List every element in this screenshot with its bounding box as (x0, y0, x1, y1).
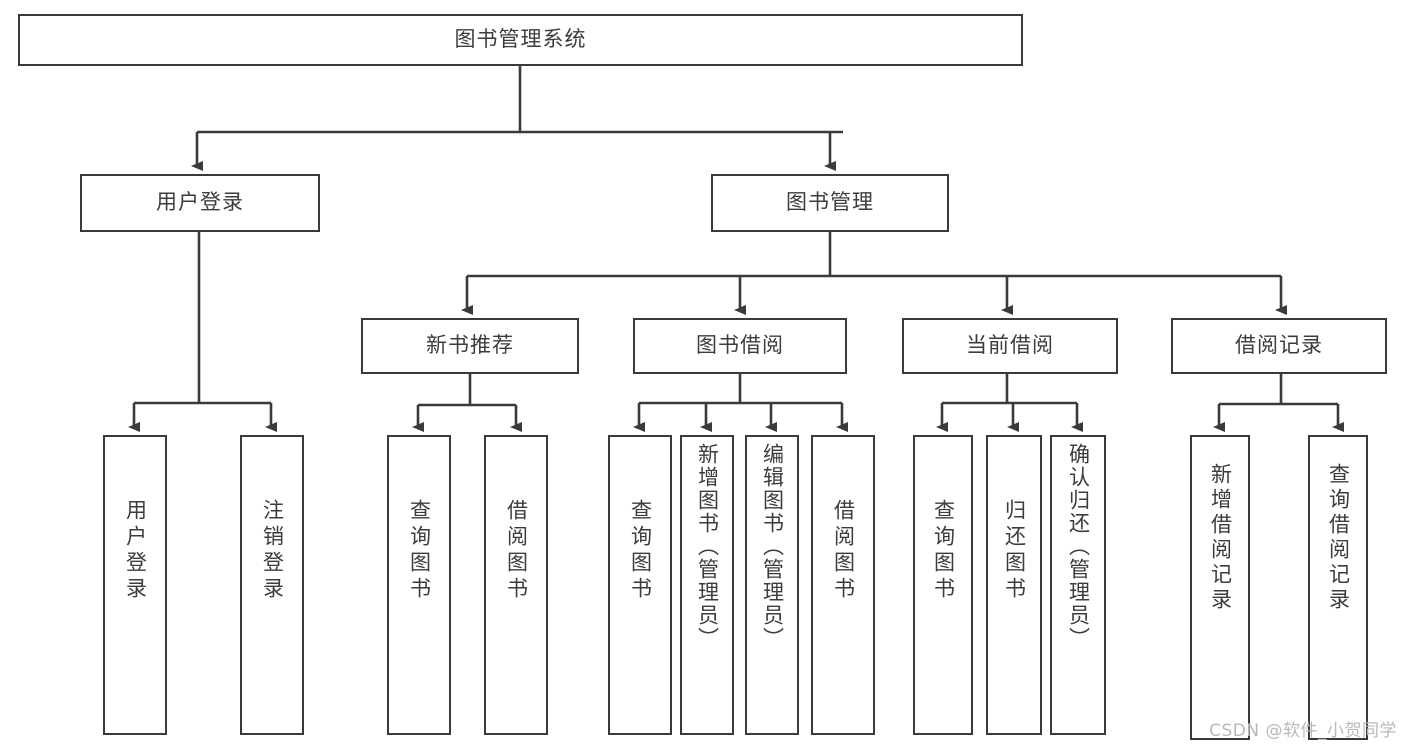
node-leaf-query-borrow-record[interactable]: 查询借阅记录 (1308, 435, 1368, 740)
node-leaf-confirm-return-label: 确认归还（管理员） (1066, 443, 1091, 650)
node-leaf-query-book-borrow-label: 查询图书 (628, 499, 653, 603)
node-leaf-return-book-label: 归还图书 (1002, 499, 1027, 603)
node-leaf-query-borrow-record-label: 查询借阅记录 (1326, 463, 1351, 613)
node-leaf-query-book-borrow[interactable]: 查询图书 (608, 435, 672, 735)
node-borrow-record[interactable]: 借阅记录 (1171, 318, 1387, 374)
node-user-login-label: 用户登录 (156, 190, 244, 215)
node-leaf-logout-label: 注销登录 (260, 499, 285, 603)
node-user-login[interactable]: 用户登录 (80, 174, 320, 232)
node-book-management[interactable]: 图书管理 (711, 174, 949, 232)
node-leaf-add-book[interactable]: 新增图书（管理员） (680, 435, 734, 735)
node-new-book-recommend[interactable]: 新书推荐 (361, 318, 579, 374)
node-book-borrow[interactable]: 图书借阅 (633, 318, 847, 374)
node-leaf-add-borrow-record[interactable]: 新增借阅记录 (1190, 435, 1250, 740)
node-leaf-user-login-label: 用户登录 (123, 499, 148, 603)
node-leaf-query-book-current-label: 查询图书 (931, 499, 956, 603)
node-leaf-borrow-book-recommend-label: 借阅图书 (504, 499, 529, 603)
node-root-label: 图书管理系统 (454, 27, 587, 52)
node-current-borrow-label: 当前借阅 (966, 333, 1054, 358)
node-leaf-add-book-label: 新增图书（管理员） (695, 443, 720, 650)
node-leaf-query-book-recommend-label: 查询图书 (407, 499, 432, 603)
node-leaf-return-book[interactable]: 归还图书 (986, 435, 1042, 735)
node-leaf-add-borrow-record-label: 新增借阅记录 (1208, 463, 1233, 613)
node-book-borrow-label: 图书借阅 (696, 333, 784, 358)
node-current-borrow[interactable]: 当前借阅 (902, 318, 1118, 374)
node-root[interactable]: 图书管理系统 (18, 14, 1023, 66)
node-leaf-borrow-book-label: 借阅图书 (831, 499, 856, 603)
node-new-book-recommend-label: 新书推荐 (426, 333, 514, 358)
node-leaf-borrow-book-recommend[interactable]: 借阅图书 (484, 435, 548, 735)
node-leaf-edit-book[interactable]: 编辑图书（管理员） (745, 435, 799, 735)
node-leaf-user-login[interactable]: 用户登录 (103, 435, 167, 735)
node-leaf-edit-book-label: 编辑图书（管理员） (760, 443, 785, 650)
node-borrow-record-label: 借阅记录 (1235, 333, 1323, 358)
node-leaf-borrow-book[interactable]: 借阅图书 (811, 435, 875, 735)
node-leaf-query-book-current[interactable]: 查询图书 (913, 435, 973, 735)
node-leaf-query-book-recommend[interactable]: 查询图书 (387, 435, 451, 735)
node-leaf-logout[interactable]: 注销登录 (240, 435, 304, 735)
node-leaf-confirm-return[interactable]: 确认归还（管理员） (1050, 435, 1106, 735)
node-book-management-label: 图书管理 (786, 190, 874, 215)
